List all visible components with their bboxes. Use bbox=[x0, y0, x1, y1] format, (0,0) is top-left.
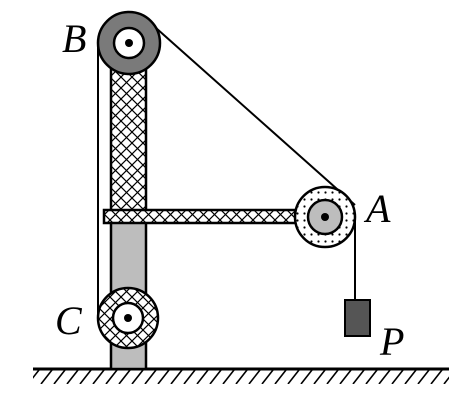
ground-hatch-stroke bbox=[66, 370, 79, 384]
ground-hatch-stroke bbox=[287, 370, 300, 384]
ground-hatch-stroke bbox=[417, 370, 430, 384]
label-a: A bbox=[363, 186, 391, 231]
ground-hatch-stroke bbox=[365, 370, 378, 384]
pulley-c bbox=[96, 286, 160, 350]
ground-hatch-stroke bbox=[326, 370, 339, 384]
load-block bbox=[344, 299, 371, 337]
pulley-a bbox=[293, 185, 357, 249]
ground-hatch-stroke bbox=[261, 370, 274, 384]
ground-hatch-stroke bbox=[157, 370, 170, 384]
ground-hatch-stroke bbox=[274, 370, 287, 384]
ground-hatch-stroke bbox=[183, 370, 196, 384]
ground bbox=[33, 367, 449, 384]
ground-hatch-stroke bbox=[235, 370, 248, 384]
ground-hatching bbox=[33, 370, 449, 384]
boom-arm bbox=[102, 208, 306, 225]
rope-b-to-a bbox=[146, 19, 356, 206]
ground-hatch-stroke bbox=[209, 370, 222, 384]
ground-hatch-stroke bbox=[443, 376, 449, 384]
label-b: B bbox=[62, 16, 86, 61]
ground-hatch-stroke bbox=[105, 370, 118, 384]
ground-hatch-stroke bbox=[92, 370, 105, 384]
ground-hatch-stroke bbox=[33, 370, 40, 379]
ground-hatch-stroke bbox=[248, 370, 261, 384]
label-c: C bbox=[55, 298, 83, 343]
ground-hatch-stroke bbox=[196, 370, 209, 384]
ground-hatch-stroke bbox=[53, 370, 66, 384]
ground-hatch-stroke bbox=[79, 370, 92, 384]
ground-hatch-stroke bbox=[352, 370, 365, 384]
ground-hatch-stroke bbox=[378, 370, 391, 384]
ground-hatch-stroke bbox=[404, 370, 417, 384]
ground-hatch-stroke bbox=[40, 370, 53, 384]
ground-hatch-stroke bbox=[430, 370, 443, 384]
ground-hatch-stroke bbox=[131, 370, 144, 384]
pulley-b bbox=[96, 10, 162, 76]
ground-hatch-stroke bbox=[170, 370, 183, 384]
ground-hatch-stroke bbox=[118, 370, 131, 384]
ground-hatch-stroke bbox=[313, 370, 326, 384]
label-p: P bbox=[379, 319, 404, 364]
ground-hatch-stroke bbox=[144, 370, 157, 384]
ground-hatch-stroke bbox=[300, 370, 313, 384]
ground-hatch-stroke bbox=[391, 370, 404, 384]
ground-hatch-stroke bbox=[222, 370, 235, 384]
ground-hatch-stroke bbox=[339, 370, 352, 384]
